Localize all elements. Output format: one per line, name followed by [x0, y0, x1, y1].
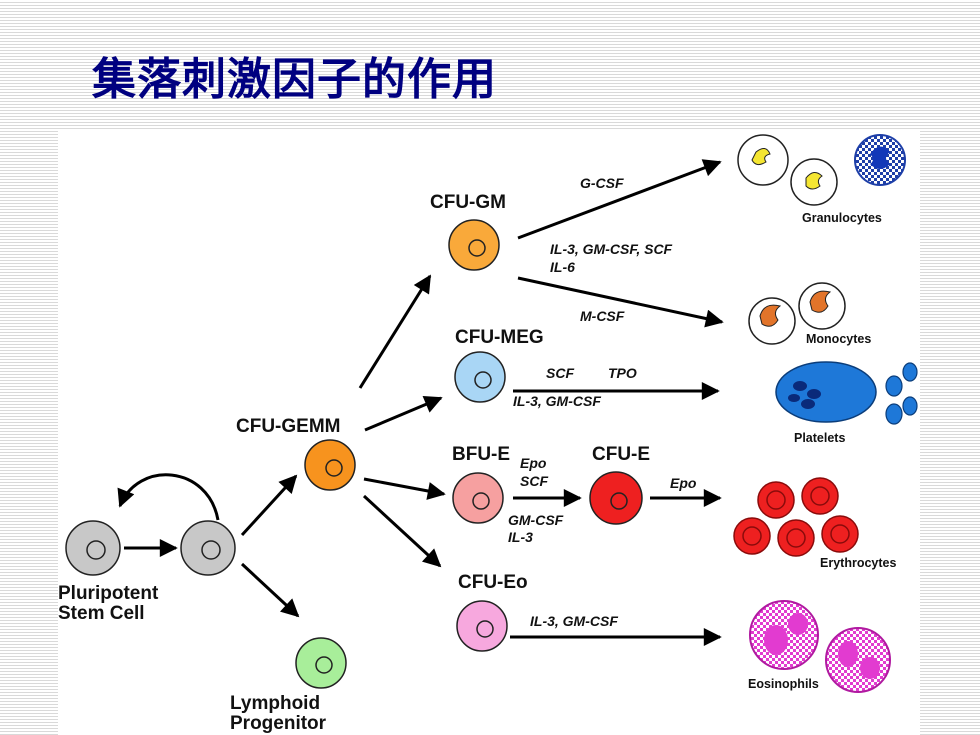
arrows — [117, 159, 724, 646]
cfu-eo-cell — [456, 600, 508, 652]
label-pluripotent: Pluripotent — [58, 583, 159, 604]
factor-il3-gm-csf-meg: IL-3, GM-CSF — [513, 393, 601, 409]
label-lymphoid: Lymphoid — [230, 693, 320, 714]
label-platelets: Platelets — [794, 431, 845, 445]
label-cfu-gm: CFU-GM — [430, 192, 506, 213]
cfu-gemm-cell — [304, 439, 356, 491]
erythrocytes-illustration — [733, 477, 859, 557]
arrow-gm-to-granulocytes — [517, 159, 722, 240]
cfu-e-cell — [589, 471, 643, 525]
label-cfu-gemm: CFU-GEMM — [236, 416, 340, 437]
label-granulocytes: Granulocytes — [802, 211, 882, 225]
cfu-gm-cell — [448, 219, 500, 271]
factor-gm-csf-e: GM-CSF — [508, 512, 564, 528]
factor-il6: IL-6 — [550, 259, 575, 275]
label-eosinophils: Eosinophils — [748, 677, 819, 691]
factor-tpo: TPO — [608, 365, 637, 381]
arrow-gemm-to-eo — [362, 494, 442, 568]
factor-il3-e: IL-3 — [508, 529, 533, 545]
factor-il3-gm-csf-scf: IL-3, GM-CSF, SCF — [550, 241, 673, 257]
factor-scf-meg: SCF — [546, 365, 574, 381]
page-title: 集落刺激因子的作用 — [92, 54, 497, 105]
label-progenitor: Progenitor — [230, 713, 327, 734]
pluripotent-cell-2 — [180, 520, 236, 576]
factor-m-csf: M-CSF — [580, 308, 625, 324]
arrow-to-lymphoid — [240, 562, 300, 618]
cfu-meg-cell — [454, 351, 506, 403]
factor-g-csf: G-CSF — [580, 175, 624, 191]
arrow-gemm-to-bfu-e — [363, 477, 446, 500]
label-cfu-meg: CFU-MEG — [455, 327, 544, 348]
arrow-to-cfu-gemm — [240, 474, 298, 537]
granulocytes-illustration — [737, 134, 906, 206]
monocytes-illustration — [748, 282, 846, 345]
label-bfu-e: BFU-E — [452, 444, 510, 465]
platelets-illustration — [775, 361, 918, 425]
label-erythrocytes: Erythrocytes — [820, 556, 896, 570]
arrow-gm-to-monocytes — [517, 276, 724, 328]
arrow-gemm-to-meg — [364, 395, 443, 432]
self-renewal-arrow — [117, 473, 220, 521]
hematopoiesis-diagram: Pluripotent Stem Cell Lymphoid Progenito… — [58, 130, 920, 735]
label-monocytes: Monocytes — [806, 332, 871, 346]
label-cfu-e: CFU-E — [592, 444, 650, 465]
pluripotent-cell-1 — [65, 520, 121, 576]
factor-epo-2: Epo — [670, 475, 697, 491]
factor-il3-gm-csf-eo: IL-3, GM-CSF — [530, 613, 618, 629]
factor-epo-1: Epo — [520, 455, 547, 471]
factor-scf-e: SCF — [520, 473, 548, 489]
arrow-gemm-to-gm — [358, 274, 432, 389]
eosinophils-illustration — [749, 600, 891, 693]
lymphoid-cell — [295, 637, 347, 689]
label-stem-cell: Stem Cell — [58, 603, 145, 624]
bfu-e-cell — [452, 472, 504, 524]
label-cfu-eo: CFU-Eo — [458, 572, 528, 593]
